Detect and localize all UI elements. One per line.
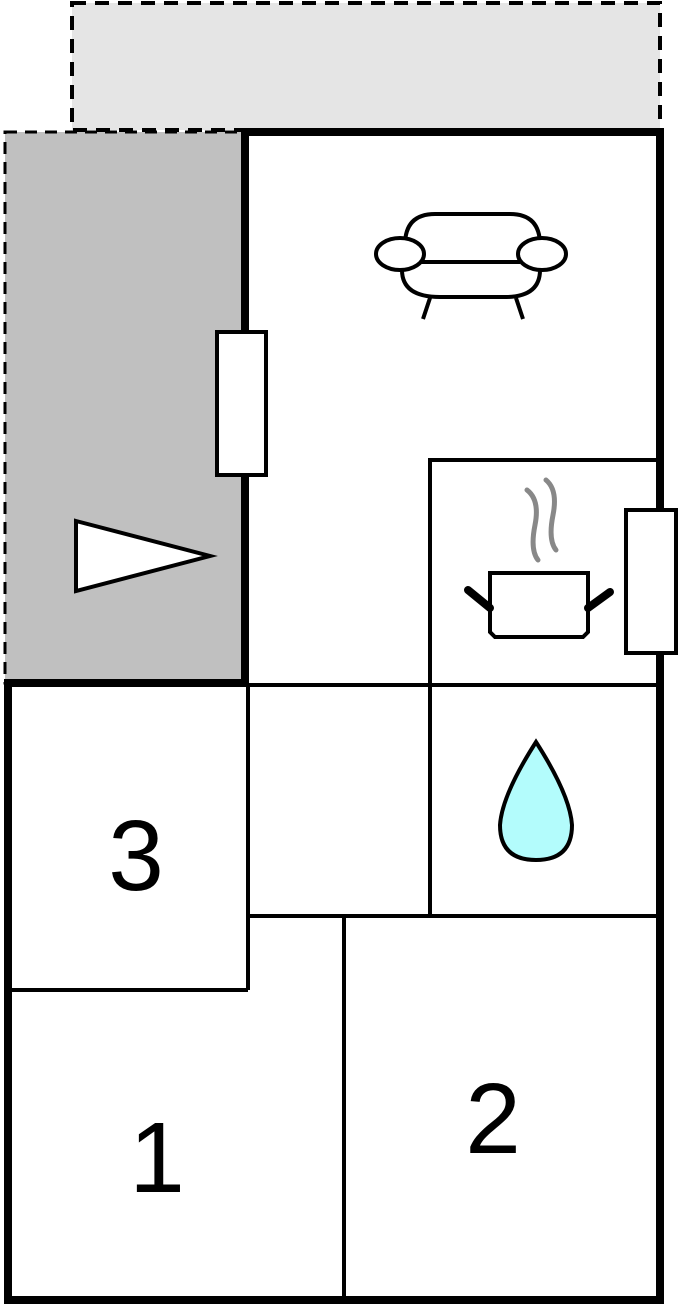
room-2-label: 2 — [465, 1063, 521, 1175]
room-3-label: 3 — [108, 800, 164, 912]
water-drop-icon — [497, 738, 575, 863]
patio-area — [3, 130, 247, 685]
entrance-arrow-icon — [74, 518, 218, 594]
cooking-pot-icon — [464, 477, 614, 639]
room-1-label: 1 — [129, 1102, 185, 1214]
terrace-area — [70, 1, 662, 132]
interior-walls — [8, 458, 656, 1300]
exterior-walls — [4, 128, 664, 1304]
window-left — [215, 330, 268, 477]
window-right — [624, 508, 678, 655]
armchair-icon — [374, 212, 568, 320]
